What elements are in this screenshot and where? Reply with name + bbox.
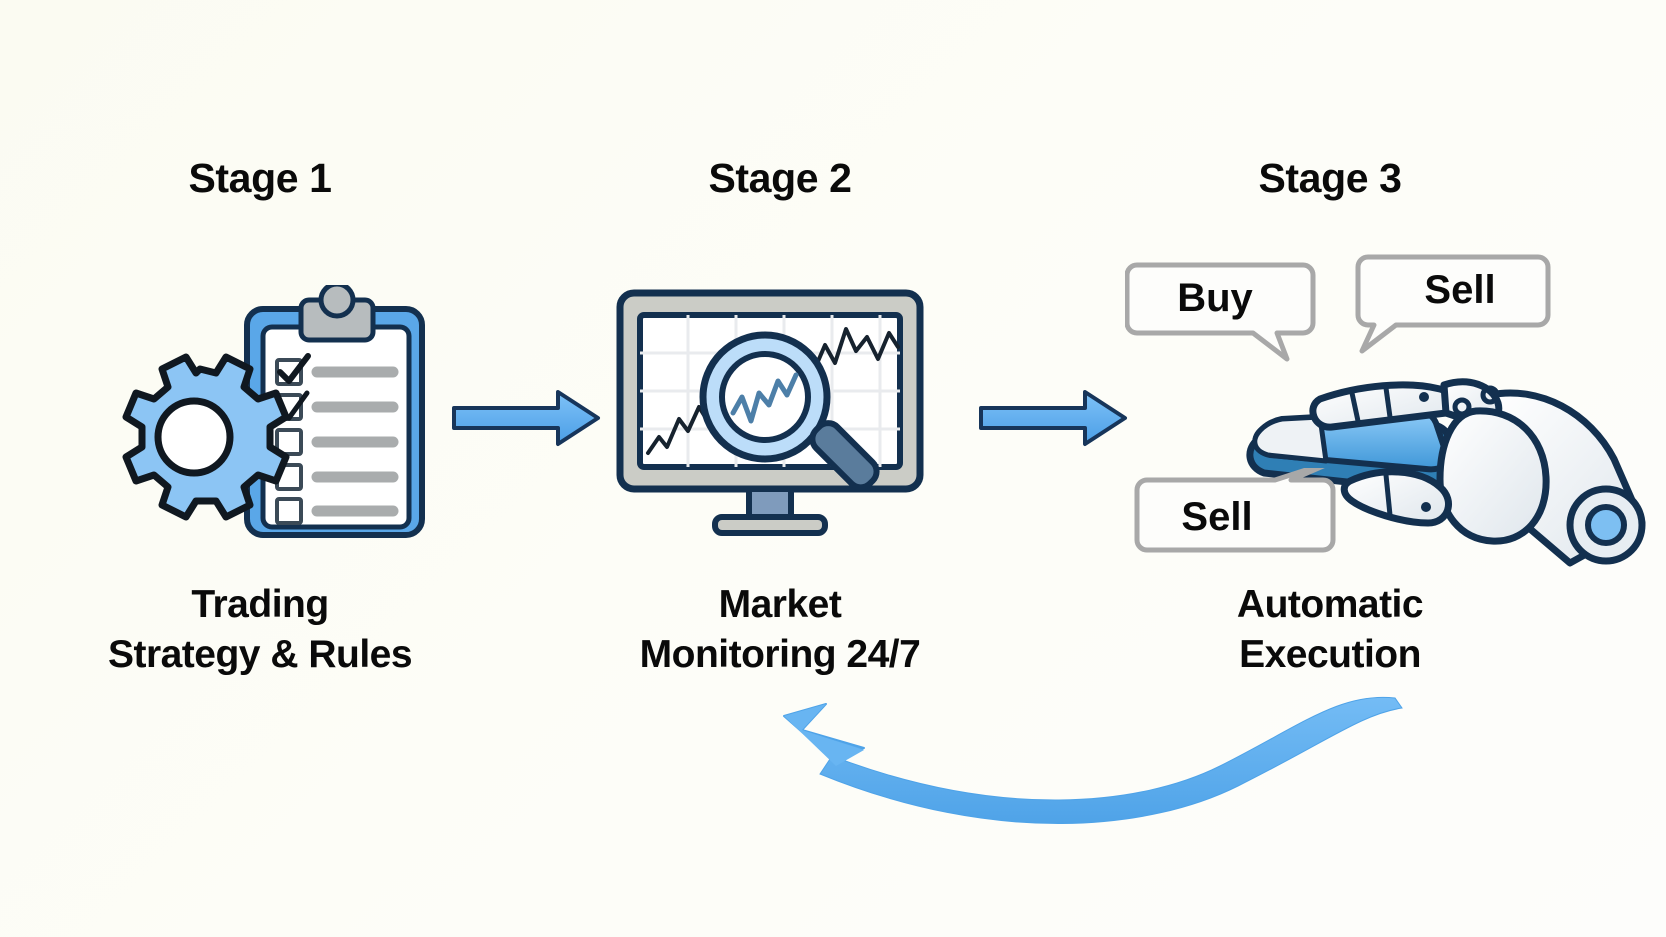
bubble-sell-bottom-text: Sell [1181,495,1252,539]
stage-1-label-line1: Trading [191,583,329,626]
stage-1-label-line2: Strategy & Rules [107,632,413,676]
bubble-sell-top-text: Sell [1424,268,1495,312]
bubble-buy-text: Buy [1177,276,1253,320]
arrow-stage2-stage3 [975,388,1130,453]
bubble-buy: Buy [1124,253,1325,368]
feedback-loop-arrow [740,670,1440,865]
bubble-sell-top: Sell [1348,245,1558,360]
stage-1-label: Trading Strategy & Rules [20,580,500,680]
stage-3-label-line2: Execution [1239,632,1421,676]
stage-1-column: Stage 1 [20,0,500,937]
stage-1-title: Stage 1 [188,155,332,201]
stage-2-label-line2: Monitoring 24/7 [639,632,921,676]
gear-clipboard-icon [105,281,425,550]
stage-2-column: Stage 2 [540,0,1020,937]
arrow-stage1-stage2 [448,388,603,453]
monitor-magnifier-chart-icon [615,285,925,545]
stage-2-title: Stage 2 [708,155,852,201]
stage-2-label: Market Monitoring 24/7 [540,580,1020,680]
stage-3-title: Stage 3 [1258,155,1402,201]
stage-3-label: Automatic Execution [1130,580,1530,680]
stage-2-label-line1: Market [718,583,842,626]
stage-3-label-line1: Automatic [1236,583,1424,626]
stage-3-column: Stage 3 [1070,0,1646,937]
bubble-sell-bottom: Sell [1125,457,1345,583]
